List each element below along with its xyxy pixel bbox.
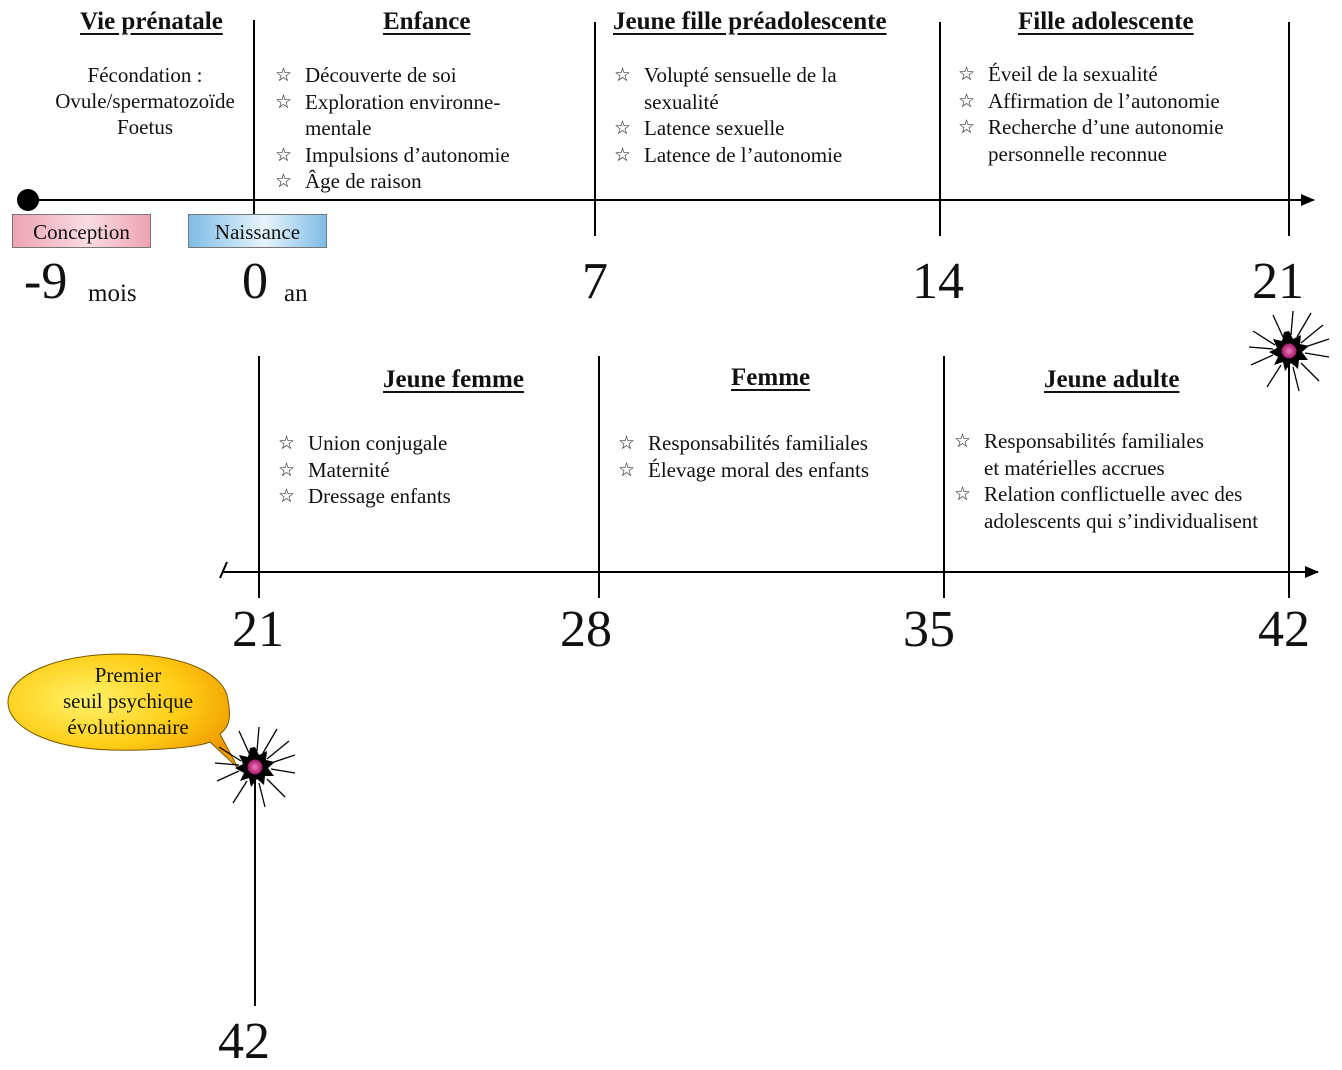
bubble-line: Premier (94, 663, 162, 687)
section-title-adolescente: Fille adolescente (1018, 8, 1194, 35)
prenatal-line: Ovule/spermatozoïde (55, 89, 235, 113)
tick-label-7: 7 (582, 253, 608, 310)
naissance-badge: Naissance (188, 214, 327, 248)
unit-label-an: an (284, 280, 308, 307)
tick-label-42-bottom: 42 (1258, 601, 1310, 658)
threshold-bubble-text: Premier seuil psychique évolutionnaire (40, 662, 216, 740)
prenatal-description: Fécondation : Ovule/spermatozoïde Foetus (30, 62, 260, 140)
tick-label-28: 28 (560, 601, 612, 658)
list-item: Union conjugale (278, 430, 578, 457)
section-title-jeune-femme: Jeune femme (383, 366, 524, 393)
tick-label-21-top: 21 (1252, 253, 1304, 310)
tick-label-35: 35 (903, 601, 955, 658)
list-item: Découverte de soi (275, 62, 575, 89)
tick-label-14: 14 (912, 253, 964, 310)
prenatal-line: Foetus (116, 115, 173, 139)
prenatal-title: Vie prénatale (80, 8, 223, 35)
section-title-jeune-adulte: Jeune adulte (1044, 366, 1180, 393)
tick-label-minus9: -9 (24, 253, 68, 310)
section-title-femme: Femme (731, 364, 811, 391)
list-item: Impulsions d’autonomie (275, 142, 575, 169)
threshold-speech-bubble (7, 653, 239, 769)
tick-label-42-threshold: 42 (218, 1013, 270, 1070)
jeune-femme-list: Union conjugale Maternité Dressage enfan… (278, 430, 578, 510)
adolescente-list: Éveil de la sexualité Affirmation de l’a… (958, 61, 1278, 167)
list-item: Relation conflictuelle avec des adolesce… (954, 481, 1289, 534)
list-item: Responsabilités familiales et matérielle… (954, 428, 1289, 481)
bubble-line: seuil psychique (62, 689, 194, 713)
list-item: Éveil de la sexualité (958, 61, 1278, 88)
preadolescente-list: Volupté sensuelle de la sexualité Latenc… (614, 62, 914, 168)
list-item: Exploration environne- mentale (275, 89, 575, 142)
list-item: Dressage enfants (278, 483, 578, 510)
conception-dot (17, 189, 39, 211)
bubble-line: évolutionnaire (67, 715, 189, 739)
list-item: Maternité (278, 457, 578, 484)
tick-label-0: 0 (242, 253, 268, 310)
list-item: Âge de raison (275, 168, 575, 195)
conception-badge: Conception (12, 214, 151, 248)
list-item: Responsabilités familiales (618, 430, 928, 457)
jeune-adulte-list: Responsabilités familiales et matérielle… (954, 428, 1289, 534)
list-item: Latence de l’autonomie (614, 142, 914, 169)
list-item: Volupté sensuelle de la sexualité (614, 62, 914, 115)
list-item: Latence sexuelle (614, 115, 914, 142)
unit-label-mois: mois (88, 280, 137, 307)
prenatal-line: Fécondation : (87, 63, 203, 87)
list-item: Affirmation de l’autonomie (958, 88, 1278, 115)
femme-list: Responsabilités familiales Élevage moral… (618, 430, 928, 483)
section-title-preadolescente: Jeune fille préadolescente (613, 8, 887, 35)
section-title-enfance: Enfance (383, 8, 471, 35)
list-item: Élevage moral des enfants (618, 457, 928, 484)
enfance-list: Découverte de soi Exploration environne-… (275, 62, 575, 195)
tick-label-21-bottom: 21 (232, 601, 284, 658)
list-item: Recherche d’une autonomie personnelle re… (958, 114, 1278, 167)
axis-break-mark (219, 561, 228, 579)
